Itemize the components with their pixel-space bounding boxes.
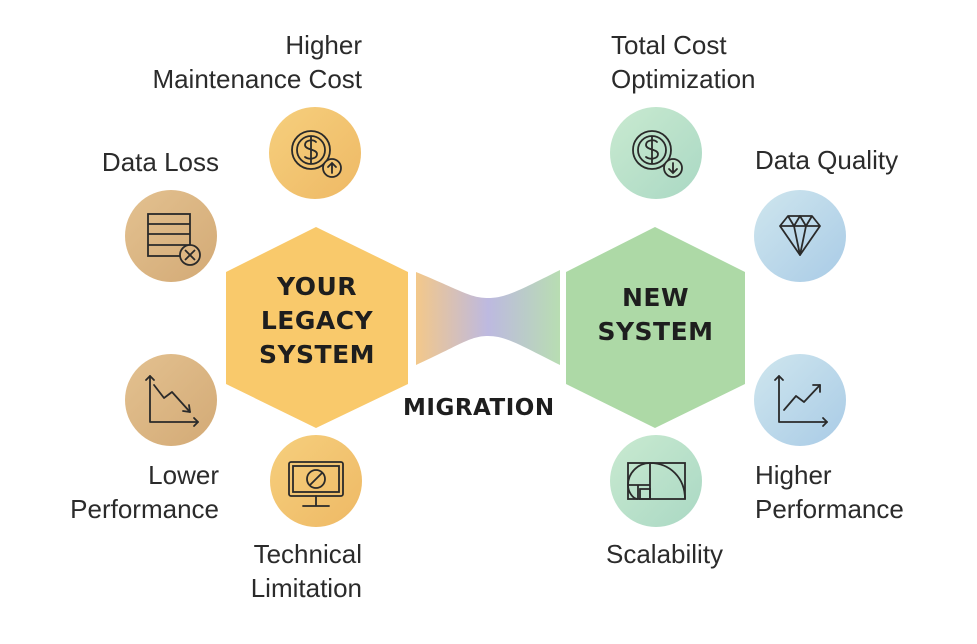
label-line: Performance [70, 494, 219, 524]
technical-limitation-badge [270, 435, 362, 527]
technical-limitation-label: Technical Limitation [251, 537, 362, 605]
label-line: Maintenance Cost [152, 64, 362, 94]
label-line: Data Loss [101, 147, 219, 177]
migration-bridge [416, 270, 560, 365]
legacy-title-line: SYSTEM [258, 340, 376, 369]
data-loss-badge [125, 190, 217, 282]
data-loss-label: Data Loss [102, 145, 219, 179]
label-line: Technical [253, 539, 362, 569]
higher-performance-label: Higher Performance [755, 458, 904, 526]
lower-performance-label: Lower Performance [70, 458, 219, 526]
data-quality-label: Data Quality [755, 143, 898, 177]
legacy-title-line: LEGACY [260, 306, 374, 335]
maintenance-cost-badge [269, 107, 361, 199]
label-line: Limitation [250, 573, 362, 603]
diamond-icon [779, 215, 821, 256]
cost-optimization-label: Total Cost Optimization [611, 28, 756, 96]
label-line: Total Cost [611, 30, 727, 60]
new-system-title: NEW SYSTEM [566, 281, 745, 349]
label-line: Higher [755, 460, 832, 490]
dollar-down-icon [632, 130, 683, 178]
label-line: Higher [285, 30, 362, 60]
higher-performance-badge [754, 354, 846, 446]
maintenance-cost-label: Higher Maintenance Cost [152, 28, 362, 96]
scalability-label: Scalability [606, 537, 723, 571]
label-line: Performance [755, 494, 904, 524]
monitor-blocked-icon [288, 461, 344, 507]
new-system-hexagon [566, 227, 745, 428]
scalability-badge [610, 435, 702, 527]
cost-optimization-badge [610, 107, 702, 199]
legacy-system-title: YOUR LEGACY SYSTEM [226, 270, 408, 372]
chart-down-icon [145, 375, 199, 427]
dollar-up-icon [291, 130, 342, 178]
new-system-title-line: NEW [621, 283, 690, 312]
data-quality-badge [754, 190, 846, 282]
label-line: Optimization [611, 64, 756, 94]
lower-performance-badge [125, 354, 217, 446]
legacy-system-hexagon [226, 227, 408, 428]
label-line: Lower [148, 460, 219, 490]
data-table-x-icon [147, 213, 201, 266]
chart-up-icon [774, 375, 828, 427]
new-system-title-line: SYSTEM [597, 317, 714, 346]
label-line: Data Quality [755, 145, 899, 175]
legacy-title-line: YOUR [276, 272, 357, 301]
migration-label: MIGRATION [403, 395, 555, 421]
label-line: Scalability [606, 539, 724, 569]
golden-ratio-icon [627, 462, 686, 500]
